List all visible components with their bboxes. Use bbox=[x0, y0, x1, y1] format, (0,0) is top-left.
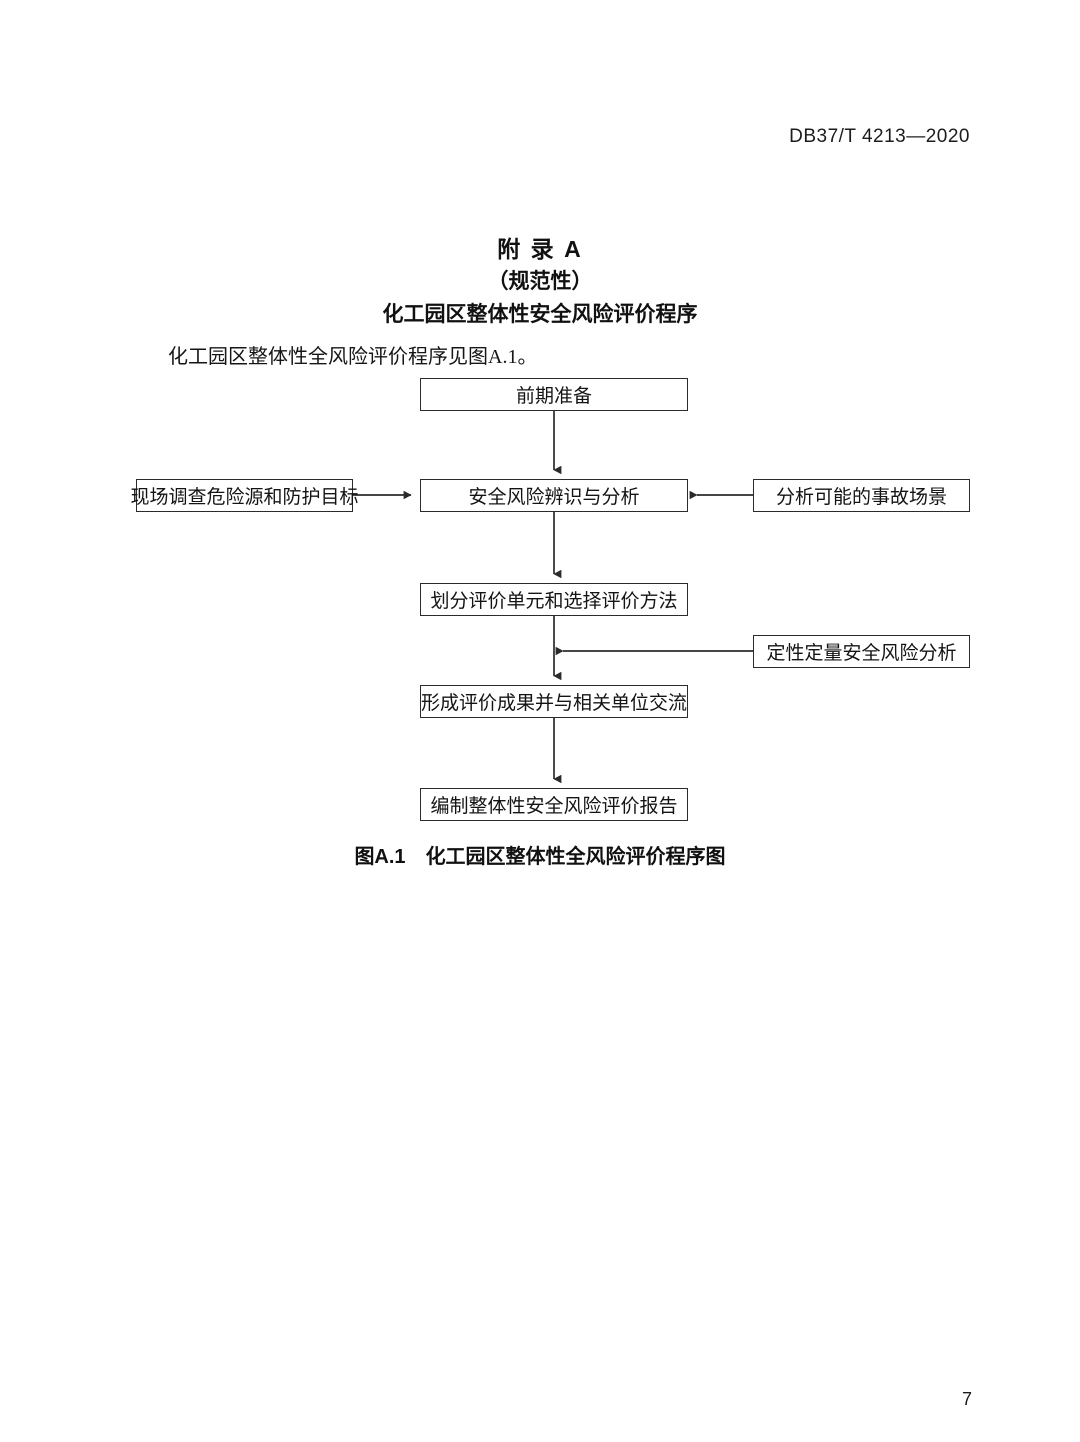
flow-node-qualitative-quantitative[interactable]: 定性定量安全风险分析 bbox=[753, 635, 970, 668]
flow-node-report[interactable]: 编制整体性安全风险评价报告 bbox=[420, 788, 688, 821]
flowchart-connectors bbox=[353, 411, 753, 784]
intro-paragraph: 化工园区整体性全风险评价程序见图A.1。 bbox=[168, 346, 538, 368]
annex-title-block: 附 录 A （规范性） 化工园区整体性安全风险评价程序 bbox=[0, 232, 1080, 332]
flow-node-site-survey[interactable]: 现场调查危险源和防护目标 bbox=[131, 479, 359, 512]
flow-node-scenarios[interactable]: 分析可能的事故场景 bbox=[753, 479, 970, 512]
flowchart-figure: 前期准备 现场调查危险源和防护目标 安全风险辨识与分析 分析可能的事故场景 划分… bbox=[131, 378, 970, 821]
annex-kind: （规范性） bbox=[487, 270, 593, 293]
flow-node-identify[interactable]: 安全风险辨识与分析 bbox=[420, 479, 688, 512]
figure-caption: 图A.1 化工园区整体性全风险评价程序图 bbox=[0, 840, 1080, 869]
figure-caption-number: 图A.1 bbox=[354, 846, 406, 868]
flow-node-results[interactable]: 形成评价成果并与相关单位交流 bbox=[420, 685, 688, 718]
running-header-standard-number: DB37/T 4213—2020 bbox=[789, 126, 970, 147]
page-number: 7 bbox=[961, 1389, 972, 1409]
figure-caption-title: 化工园区整体性全风险评价程序图 bbox=[425, 846, 726, 868]
annex-name: 化工园区整体性安全风险评价程序 bbox=[382, 303, 698, 326]
flow-node-prep[interactable]: 前期准备 bbox=[420, 378, 688, 411]
flow-node-units-methods[interactable]: 划分评价单元和选择评价方法 bbox=[420, 583, 688, 616]
annex-label: 附 录 A bbox=[497, 236, 583, 262]
